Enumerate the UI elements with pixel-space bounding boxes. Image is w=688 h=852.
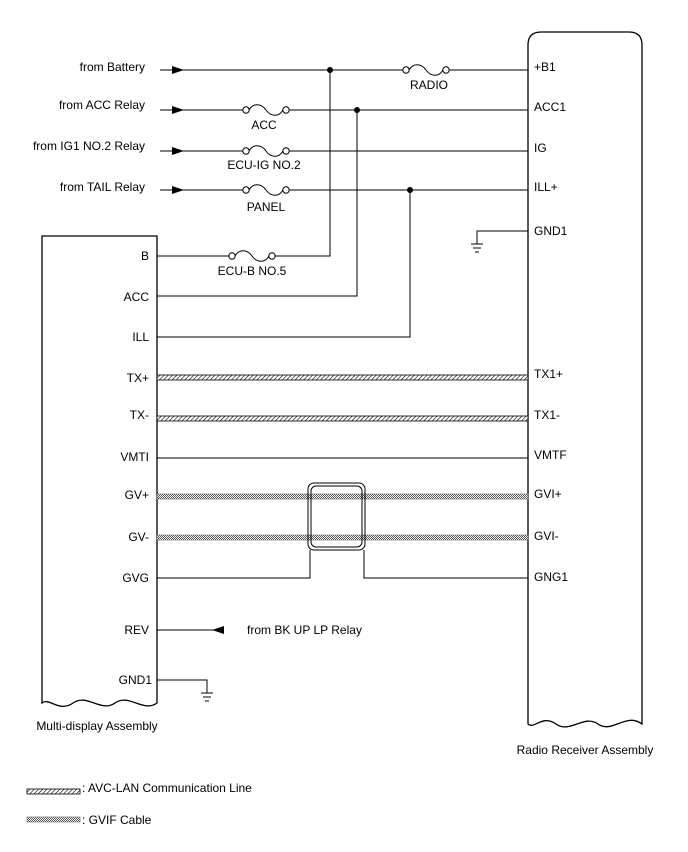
display-pin-gv-plus: GV+ [125, 488, 149, 502]
radio-pin-tx1-plus: TX1+ [534, 367, 563, 381]
radio-pin-gvi-plus: GVI+ [534, 487, 562, 501]
radio-pin-vmtf: VMTF [534, 448, 567, 462]
fuse-symbols [228, 64, 450, 262]
junction-dots [327, 67, 413, 193]
legend-avc-lan-swatch [26, 788, 81, 795]
legend-avc-lan-label: : AVC-LAN Communication Line [82, 781, 252, 795]
radio-receiver-name: Radio Receiver Assembly [517, 743, 654, 757]
radio-pin-gvi-minus: GVI- [534, 529, 559, 543]
gvif-lines [156, 493, 529, 541]
fuse-label-radio: RADIO [410, 78, 448, 92]
radio-pin-tx1-minus: TX1- [534, 408, 560, 422]
source-tail-relay: from TAIL Relay [60, 180, 145, 194]
multi-display-ground-symbol [157, 679, 213, 702]
display-pin-tx-plus: TX+ [127, 371, 149, 385]
legend-gvif-swatch [26, 816, 81, 823]
display-pin-gnd1: GND1 [119, 673, 153, 687]
radio-pin-b1: +B1 [534, 60, 556, 74]
multi-display-body [41, 235, 158, 708]
display-pin-ill: ILL [132, 330, 149, 344]
source-acc-relay: from ACC Relay [59, 98, 145, 112]
radio-receiver-body [527, 31, 643, 728]
display-pin-gvg: GVG [122, 571, 149, 585]
source-battery: from Battery [80, 60, 145, 74]
display-pin-acc: ACC [124, 290, 150, 304]
radio-pin-gnd1: GND1 [534, 224, 568, 238]
radio-pin-gng1: GNG1 [534, 570, 568, 584]
radio-pin-ill: ILL+ [534, 180, 558, 194]
radio-pin-ig: IG [534, 141, 547, 155]
display-pin-tx-minus: TX- [130, 408, 149, 422]
avc-lan-lines [156, 374, 529, 422]
fuse-label-acc: ACC [251, 118, 277, 132]
source-ig1-relay: from IG1 NO.2 Relay [33, 139, 145, 153]
radio-ground-symbol [471, 230, 528, 253]
fuse-label-ecu-ig: ECU-IG NO.2 [227, 158, 301, 172]
gvif-shield [157, 482, 528, 579]
display-pin-vmti: VMTI [120, 450, 149, 464]
legend-gvif-label: : GVIF Cable [82, 813, 152, 827]
legend: : AVC-LAN Communication Line : GVIF Cabl… [26, 781, 252, 827]
display-pin-gv-minus: GV- [128, 530, 149, 544]
multi-display-name: Multi-display Assembly [36, 719, 157, 733]
supply-wires [157, 69, 528, 338]
fuse-label-panel: PANEL [247, 200, 286, 214]
fuse-label-ecu-b: ECU-B NO.5 [218, 264, 287, 278]
display-pin-b: B [141, 249, 149, 263]
display-pin-rev: REV [124, 623, 149, 637]
radio-pin-acc1: ACC1 [534, 100, 566, 114]
source-bkup-relay: from BK UP LP Relay [247, 623, 362, 637]
